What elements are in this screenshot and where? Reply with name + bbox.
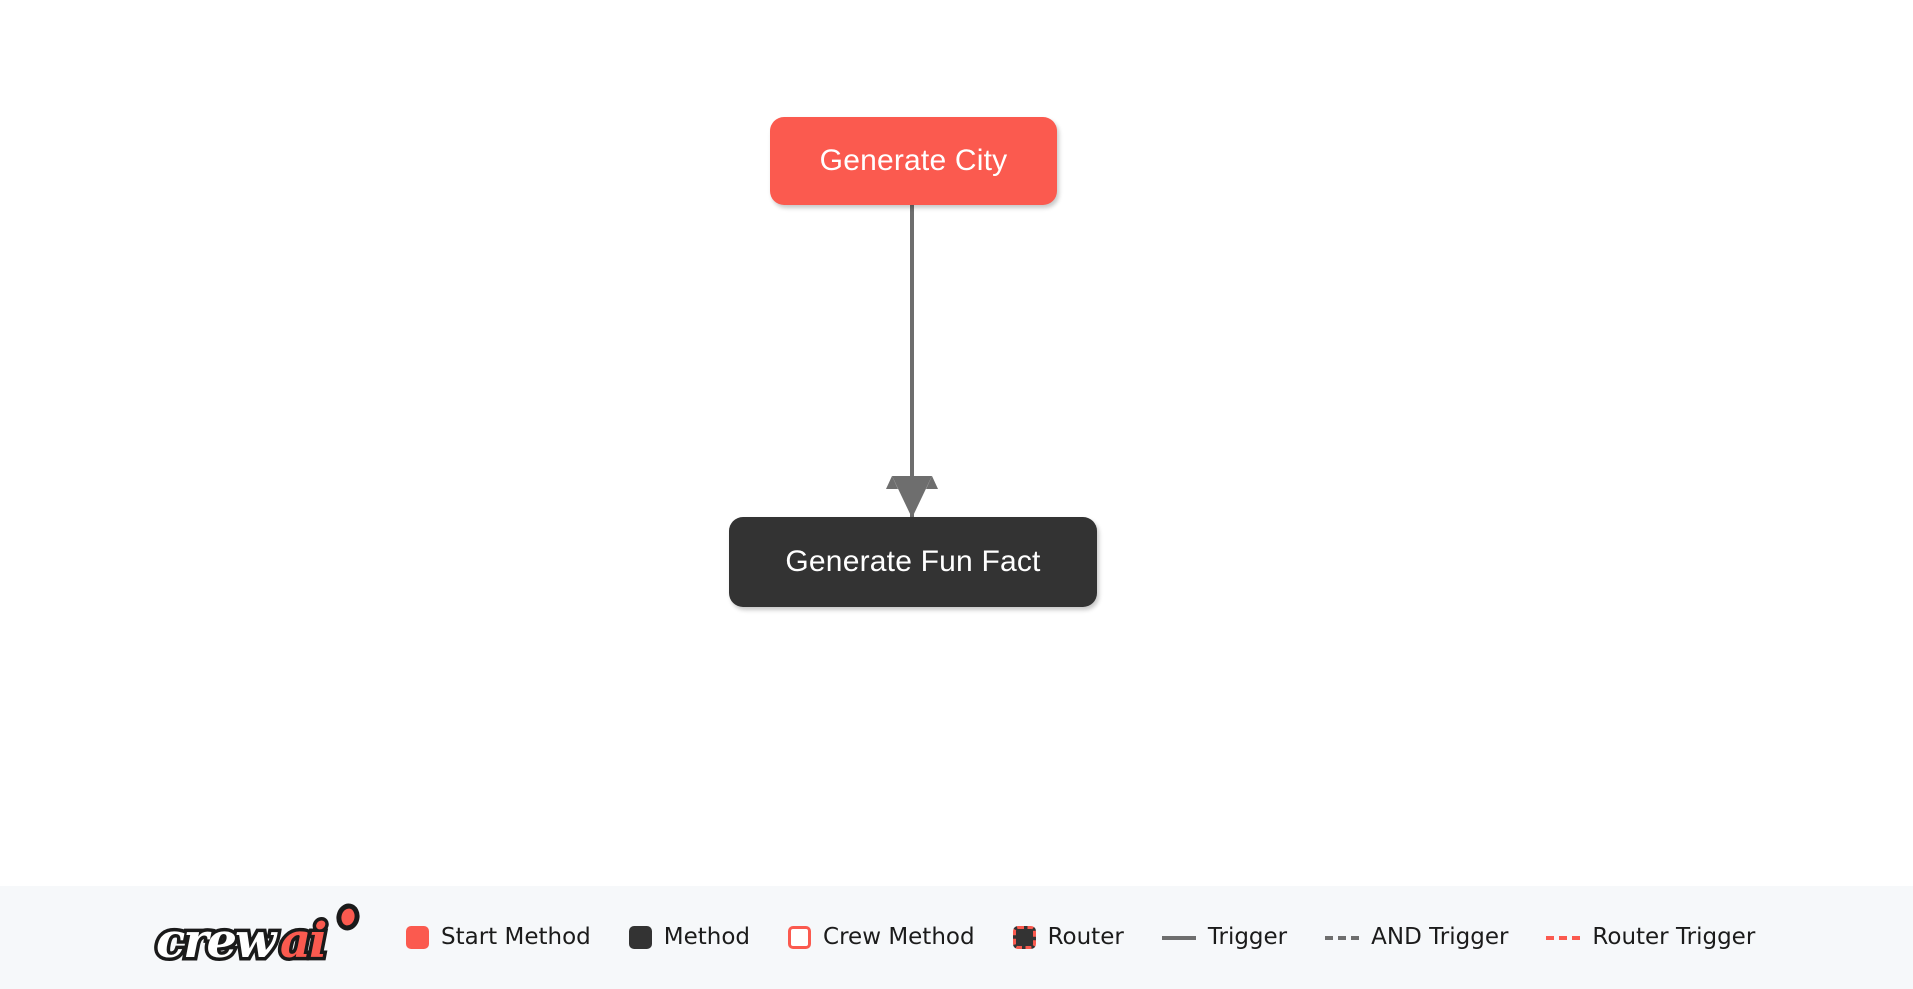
legend-item-label: Trigger <box>1207 924 1288 950</box>
legend-item-start-method: Start Method <box>406 926 591 949</box>
flow-canvas[interactable]: Generate City Generate Fun Fact <box>0 0 1913 886</box>
and-trigger-line <box>1325 935 1360 940</box>
start-method-swatch <box>406 926 429 949</box>
edge-city-to-fun-fact <box>886 205 938 518</box>
edge-arrow-wing-left <box>886 476 898 489</box>
method-swatch <box>628 926 652 949</box>
router-trigger-line <box>1546 935 1581 940</box>
router-swatch <box>1012 926 1036 949</box>
legend-item-router: Router <box>1012 924 1124 950</box>
legend-item-and-trigger: AND Trigger <box>1325 926 1508 949</box>
legend-item-trigger: Trigger <box>1161 924 1288 950</box>
crewai-logo-wordmark: crew ai <box>153 903 360 972</box>
legend-item-label: AND Trigger <box>1371 924 1509 950</box>
edge-arrow-wing-right <box>926 476 938 489</box>
crew-method-swatch <box>788 926 812 949</box>
svg-text:ai: ai <box>280 913 326 969</box>
flow-node-generate-fun-fact[interactable]: Generate Fun Fact <box>729 517 1097 607</box>
flow-edges-layer <box>886 205 938 518</box>
legend-items: Start Method Method Crew Method Router T… <box>406 926 1793 949</box>
legend-item-router-trigger: Router Trigger <box>1546 926 1755 949</box>
flow-node-label: Generate Fun Fact <box>785 545 1041 578</box>
legend-item-label: Crew Method <box>823 924 975 950</box>
flow-node-label: Generate City <box>819 144 1008 177</box>
legend-item-label: Method <box>663 924 751 950</box>
legend-item-method: Method <box>628 924 751 950</box>
trigger-line <box>1161 935 1196 940</box>
edge-arrowhead <box>892 476 932 518</box>
crewai-logo: crew ai <box>153 903 360 972</box>
legend-item-label: Router Trigger <box>1592 924 1756 950</box>
flow-node-generate-city[interactable]: Generate City <box>770 117 1057 205</box>
legend-item-crew-method: Crew Method <box>788 926 975 949</box>
legend-item-label: Start Method <box>441 924 591 950</box>
svg-text:crew: crew <box>156 913 278 969</box>
legend-item-label: Router <box>1047 924 1124 950</box>
legend-bar: crew ai Start Method Method Crew Method … <box>0 886 1913 989</box>
